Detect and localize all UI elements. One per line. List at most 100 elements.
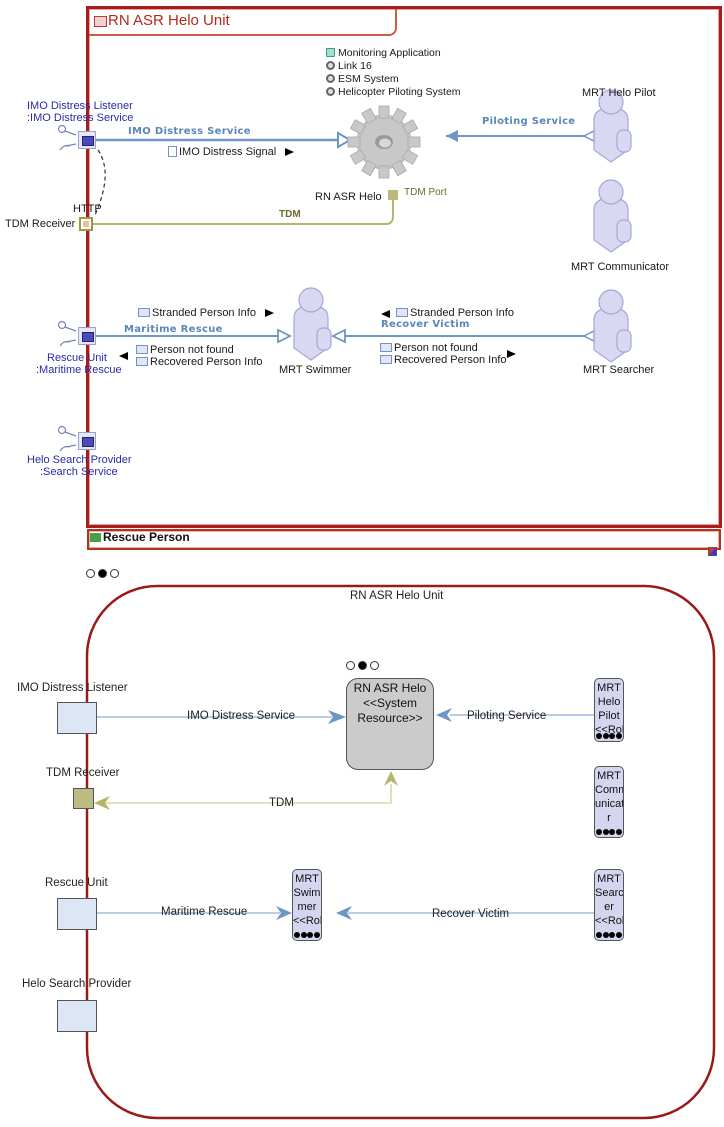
role-box-searcher[interactable]: MRT Search er <<Role: [594, 869, 624, 941]
actor-icon-swimmer: [293, 287, 332, 361]
system-gear-icon: [326, 73, 335, 83]
system-resource-box[interactable]: RN ASR Helo <<System Resource>>: [346, 678, 434, 770]
role-label-pilot[interactable]: MRT Helo Pilot: [582, 87, 656, 99]
recover-victim-arrowhead: [330, 328, 346, 344]
resource-item[interactable]: Monitoring Application: [326, 47, 441, 59]
activity-label: Rescue Person: [103, 530, 190, 544]
role-box-communicator[interactable]: MRT Comm unicato r: [594, 766, 624, 838]
port-tdm-receiver[interactable]: [79, 217, 93, 231]
message-label: Recovered Person Info: [394, 354, 507, 366]
document-icon: [168, 145, 177, 157]
indicator-dot[interactable]: [346, 661, 355, 670]
role-text: MRT: [295, 873, 319, 885]
lower-tdm-label[interactable]: TDM: [269, 797, 294, 809]
direction-left-icon: [381, 310, 390, 318]
person-not-found-message-right: Person not found: [380, 342, 478, 354]
role-box-swimmer[interactable]: MRT Swim mer <<Role: [292, 869, 322, 941]
message-icon: [396, 307, 408, 317]
role-text: r: [607, 812, 611, 824]
view-indicator[interactable]: [86, 569, 119, 578]
role-text: Helo: [597, 696, 621, 708]
system-view-indicator[interactable]: [346, 661, 379, 670]
imo-arrowhead: [328, 710, 346, 724]
role-text: Comm: [595, 784, 623, 796]
port-label-imo-type: :IMO Distress Service: [27, 112, 134, 124]
activity-bar[interactable]: [87, 529, 721, 550]
lower-port-search[interactable]: [57, 1000, 97, 1032]
port-lollipops: [57, 124, 77, 452]
system-gear-icon: [326, 86, 335, 96]
stranded-person-info-message-right: Stranded Person Info: [396, 307, 514, 319]
lower-port-rescue[interactable]: [57, 898, 97, 930]
message-label: Person not found: [150, 344, 234, 356]
application-icon: [326, 47, 335, 57]
role-dots-icon: [294, 932, 320, 939]
lower-port-label-search: Helo Search Provider: [22, 978, 132, 990]
lower-imo-distress-service-label[interactable]: IMO Distress Service: [187, 710, 295, 722]
role-label-searcher[interactable]: MRT Searcher: [583, 364, 655, 376]
role-label-swimmer[interactable]: MRT Swimmer: [279, 364, 352, 376]
person-not-found-message-left: Person not found: [136, 344, 234, 356]
indicator-dot-active[interactable]: [358, 661, 367, 670]
tdm-line: [96, 784, 392, 804]
role-text: MRT: [597, 682, 621, 694]
role-text: Pilot: [598, 710, 620, 722]
resize-handle-icon[interactable]: [708, 547, 717, 556]
message-label: Person not found: [394, 342, 478, 354]
imo-distress-service-label[interactable]: IMO Distress Service: [128, 126, 251, 137]
resource-item[interactable]: Link 16: [326, 60, 372, 72]
activity-icon: [90, 533, 101, 542]
role-dots-icon: [596, 932, 622, 939]
resource-item[interactable]: Helicopter Piloting System: [326, 86, 461, 98]
role-label-communicator[interactable]: MRT Communicator: [571, 261, 670, 273]
piloting-arrowhead: [436, 708, 452, 722]
message-icon: [136, 344, 148, 354]
tdm-arrowhead-system: [384, 771, 398, 786]
lower-piloting-service-label[interactable]: Piloting Service: [467, 710, 547, 722]
role-text: er: [604, 901, 614, 913]
role-box-pilot[interactable]: MRT Helo Pilot <<Role: [594, 678, 624, 742]
frame-diagram-icon: [94, 16, 107, 27]
resource-item[interactable]: ESM System: [326, 73, 399, 85]
role-text: <<Role: [595, 915, 623, 927]
role-dots-icon: [596, 733, 622, 740]
port-label-search-name: Helo Search Provider: [27, 454, 132, 466]
role-text: Search: [595, 887, 624, 899]
lower-maritime-rescue-label[interactable]: Maritime Rescue: [161, 906, 248, 918]
direction-left-icon: [119, 352, 128, 360]
http-dependency-line: [94, 149, 106, 216]
resource-label: Monitoring Application: [338, 47, 441, 59]
unit-frame[interactable]: [86, 6, 722, 528]
indicator-dot[interactable]: [86, 569, 95, 578]
role-text: mer: [297, 901, 317, 913]
port-helo-search-provider[interactable]: [78, 432, 96, 450]
role-text: Swim: [293, 887, 321, 899]
direction-right-icon: [285, 148, 295, 157]
indicator-dot[interactable]: [370, 661, 379, 670]
indicator-dot[interactable]: [110, 569, 119, 578]
tdm-port-label: TDM Port: [404, 187, 447, 198]
message-icon: [380, 354, 392, 364]
port-rescue-unit[interactable]: [78, 327, 96, 345]
tdm-port-inner: [83, 221, 89, 227]
indicator-dot-active[interactable]: [98, 569, 107, 578]
piloting-service-label[interactable]: Piloting Service: [482, 116, 576, 127]
system-node-label[interactable]: RN ASR Helo: [315, 191, 382, 203]
lower-recover-victim-label[interactable]: Recover Victim: [432, 908, 510, 920]
imo-distress-signal-message: IMO Distress Signal: [168, 145, 295, 158]
recover-victim-label[interactable]: Recover Victim: [381, 319, 470, 330]
message-icon: [380, 342, 392, 352]
direction-right-icon: [265, 309, 275, 318]
service-port-icon: [82, 332, 94, 342]
lower-port-imo[interactable]: [57, 702, 97, 734]
maritime-rescue-arrowhead: [277, 328, 293, 344]
maritime-rescue-label[interactable]: Maritime Rescue: [124, 324, 223, 335]
port-imo-distress-listener[interactable]: [78, 131, 96, 149]
tdm-receiver-label: TDM Receiver: [5, 218, 76, 230]
lower-port-tdm[interactable]: [73, 788, 94, 809]
service-port-icon: [82, 136, 94, 146]
tdm-connector-label[interactable]: TDM: [279, 209, 301, 220]
port-label-search-type: :Search Service: [40, 466, 118, 478]
actor-icon-searcher: [593, 289, 632, 363]
